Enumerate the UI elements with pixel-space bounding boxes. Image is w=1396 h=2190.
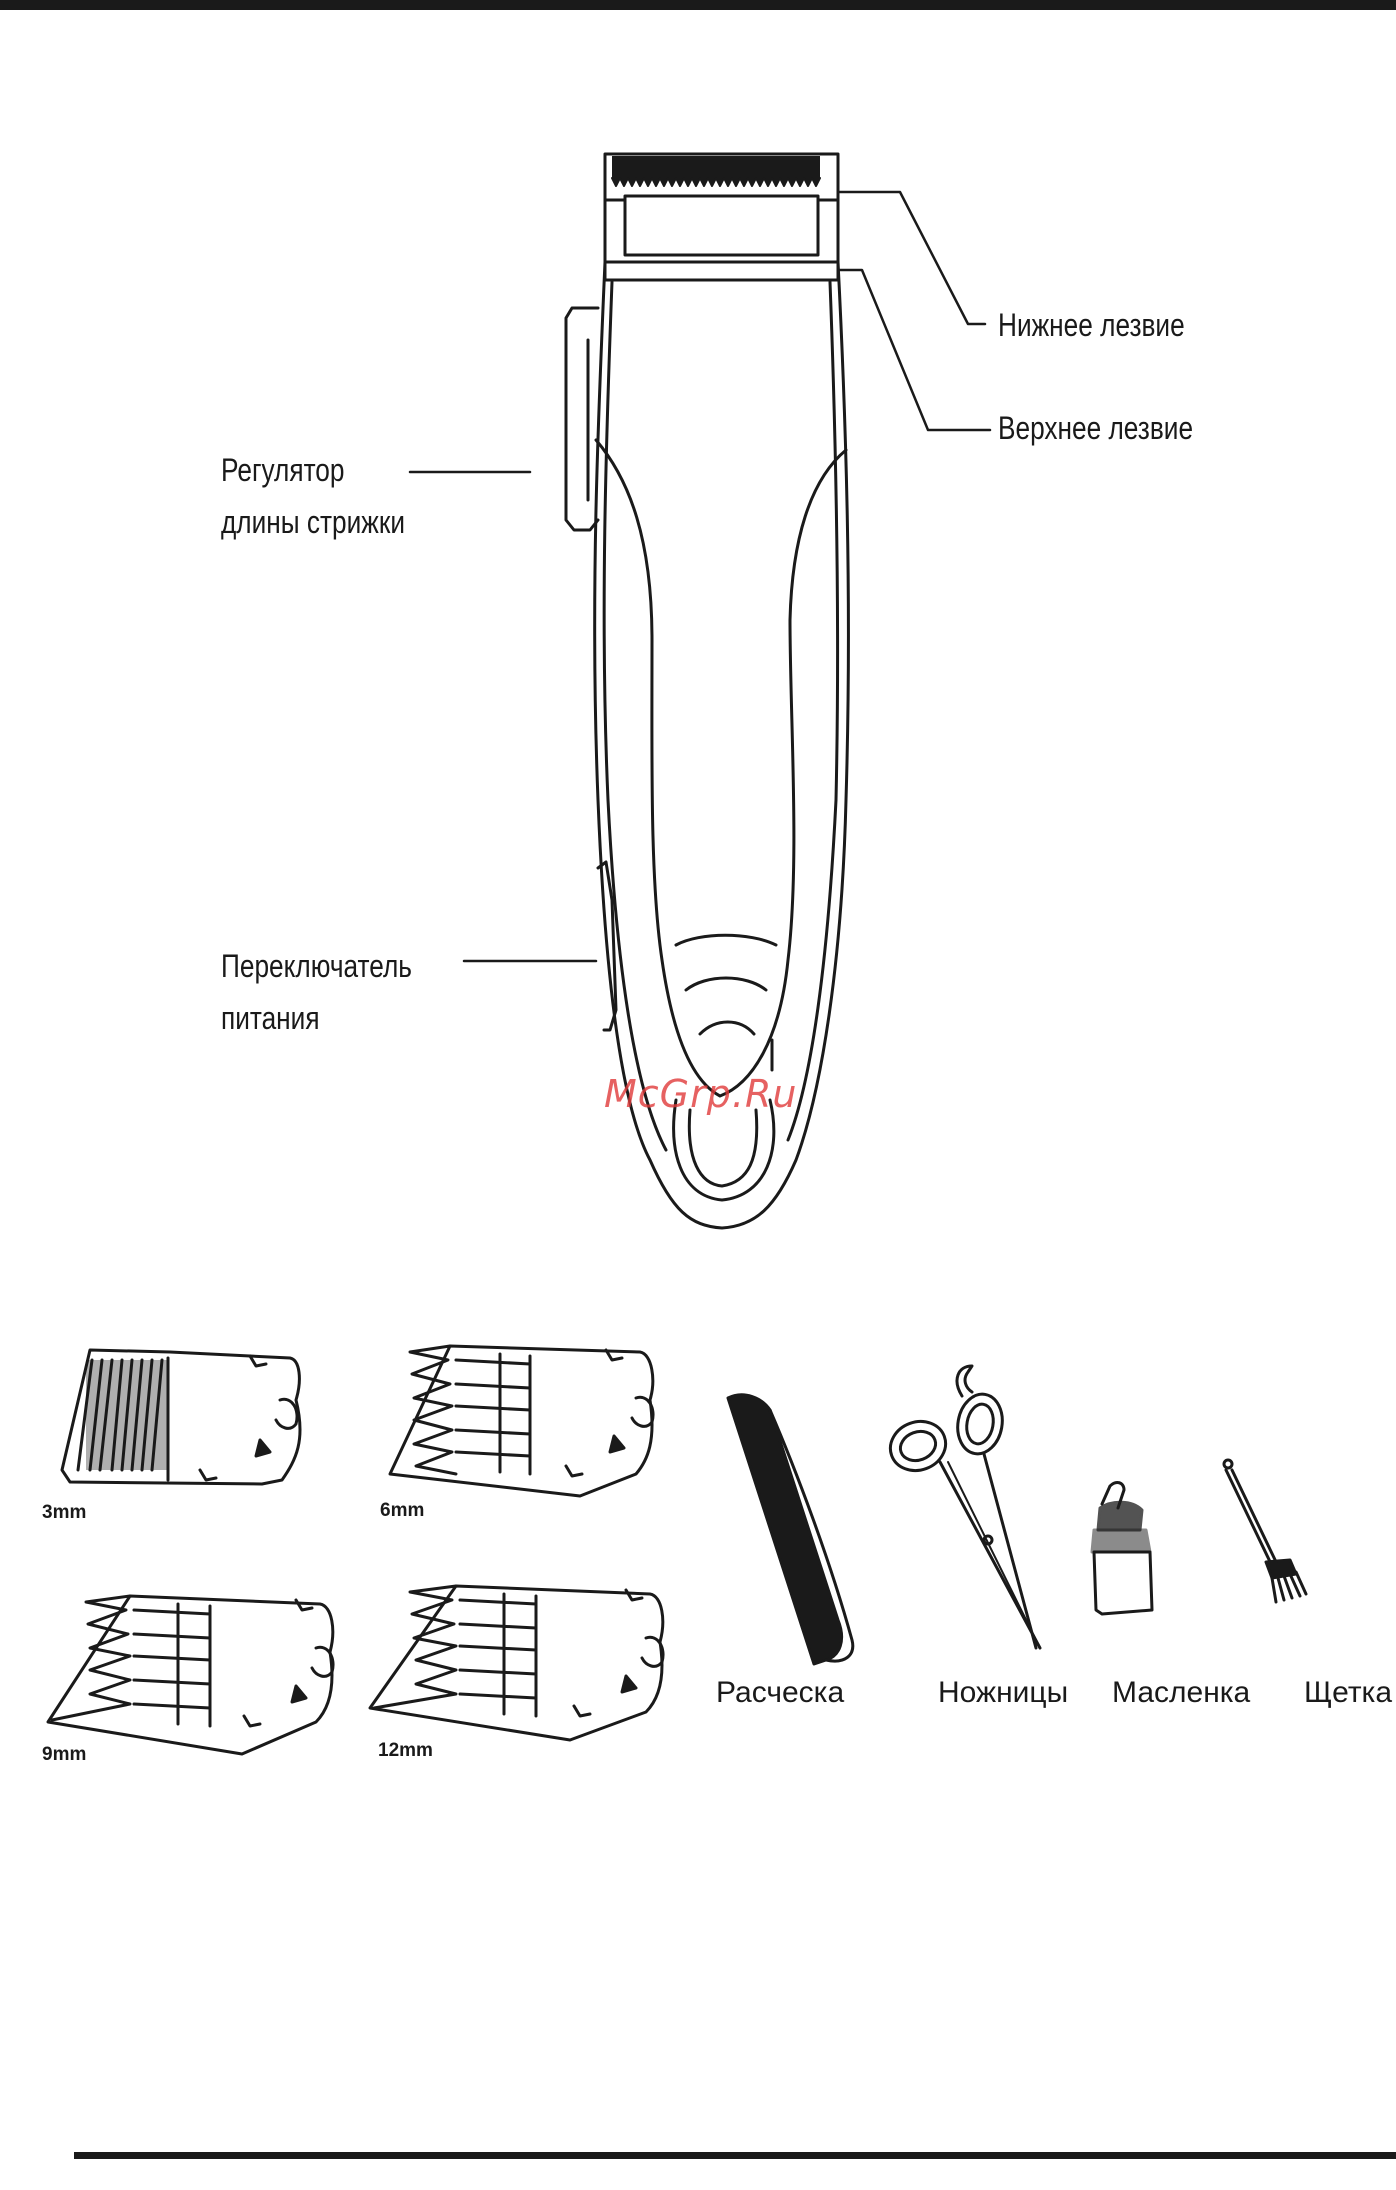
guide-comb-9mm xyxy=(48,1596,333,1754)
lower-blade-label: Нижнее лезвие xyxy=(998,305,1185,347)
lower-blade-leader xyxy=(838,192,985,324)
brush-label: Щетка xyxy=(1304,1676,1392,1710)
guide-comb-12mm xyxy=(370,1586,663,1740)
scissors-drawing xyxy=(883,1366,1040,1648)
comb-drawing xyxy=(728,1395,853,1664)
length-regulator-label-line1: Регулятор xyxy=(221,450,344,492)
watermark: McGrp.Ru xyxy=(604,1072,797,1116)
upper-blade-label: Верхнее лезвие xyxy=(998,408,1193,450)
attachment-label-6mm: 6mm xyxy=(380,1500,424,1522)
brush-drawing xyxy=(1224,1460,1306,1602)
upper-blade-leader xyxy=(838,270,990,430)
upper-blade xyxy=(605,262,838,280)
guide-comb-3mm xyxy=(62,1350,300,1484)
oiler-label: Масленка xyxy=(1112,1676,1250,1710)
length-regulator xyxy=(566,308,598,530)
oiler-drawing xyxy=(1092,1483,1152,1614)
hair-clipper-drawing xyxy=(410,154,990,1228)
attachment-label-12mm: 12mm xyxy=(378,1740,433,1762)
bottom-rule xyxy=(74,2152,1396,2159)
blade-teeth xyxy=(612,156,820,186)
attachment-label-9mm: 9mm xyxy=(42,1744,86,1766)
attachment-label-3mm: 3mm xyxy=(42,1502,86,1524)
scissors-label: Ножницы xyxy=(938,1676,1068,1710)
power-switch-label-line1: Переключатель xyxy=(221,946,412,988)
comb-label: Расческа xyxy=(716,1676,844,1710)
power-switch-label-line2: питания xyxy=(221,998,320,1040)
guide-comb-6mm xyxy=(390,1346,653,1496)
length-regulator-label-line2: длины стрижки xyxy=(221,502,405,544)
